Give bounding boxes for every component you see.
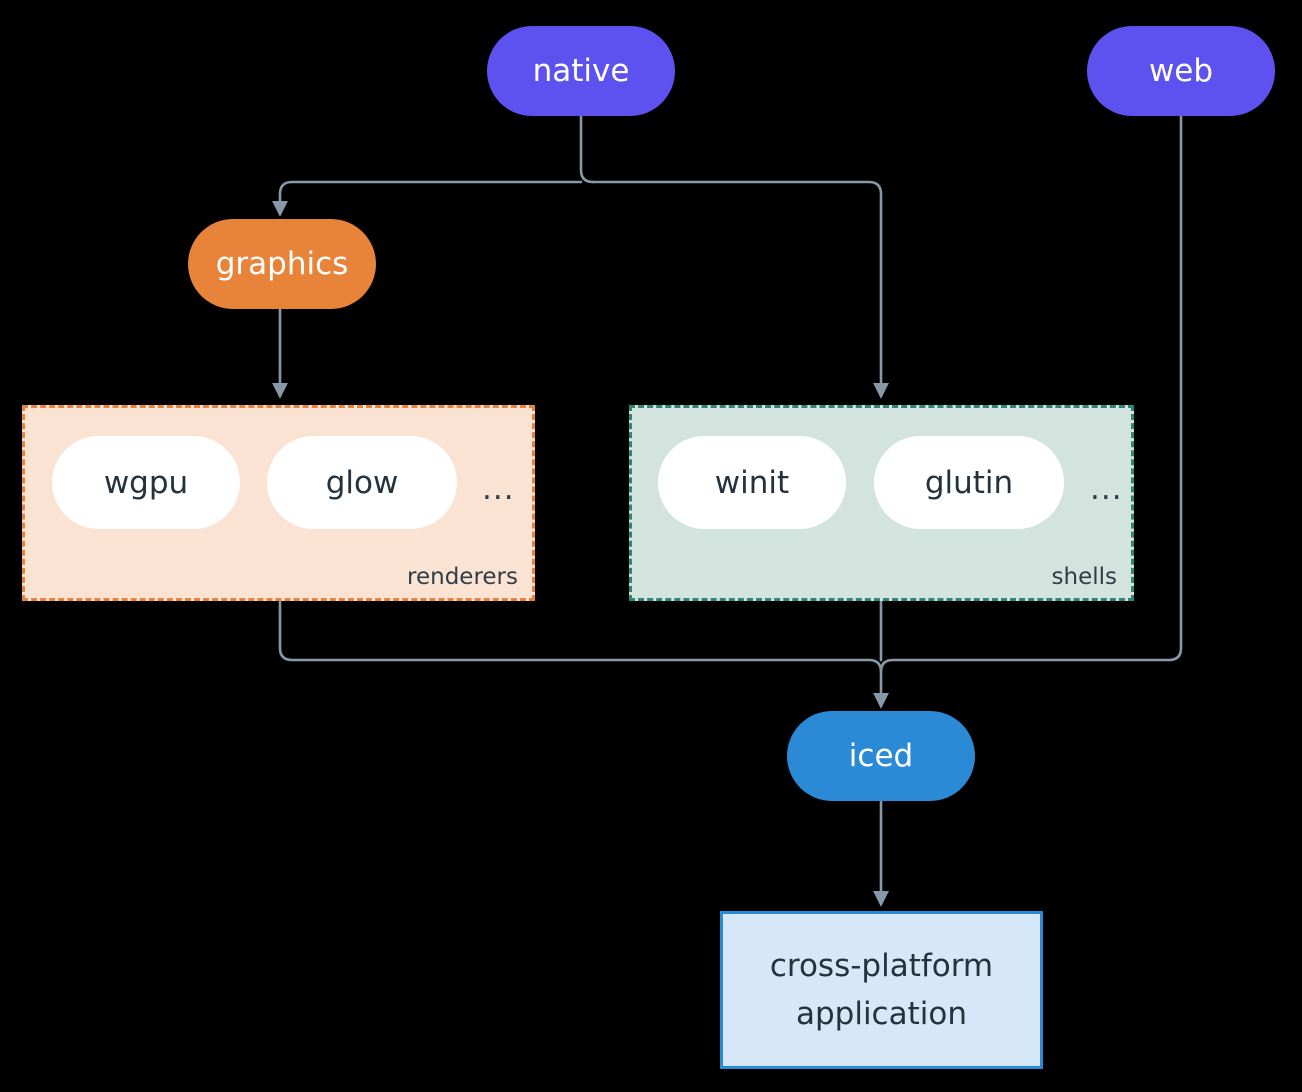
group-shells: winit glutin ... shells xyxy=(629,405,1134,601)
edge-native-to-shells xyxy=(591,180,890,399)
node-native-label: native xyxy=(532,52,630,89)
edge-native-split xyxy=(579,114,595,184)
node-application[interactable]: cross-platform application xyxy=(720,911,1043,1069)
node-graphics[interactable]: graphics xyxy=(188,219,376,309)
shells-ellipsis: ... xyxy=(1090,471,1123,507)
node-iced-label: iced xyxy=(848,737,914,774)
leaf-wgpu[interactable]: wgpu xyxy=(52,436,240,529)
leaf-glow[interactable]: glow xyxy=(267,436,457,529)
group-renderers: wgpu glow ... renderers xyxy=(22,405,535,601)
node-application-text: cross-platform application xyxy=(770,942,993,1038)
leaf-winit[interactable]: winit xyxy=(658,436,846,529)
group-renderers-label: renderers xyxy=(407,564,518,590)
leaf-glow-label: glow xyxy=(325,464,399,501)
leaf-winit-label: winit xyxy=(714,464,790,501)
renderers-ellipsis: ... xyxy=(482,471,515,507)
leaf-wgpu-label: wgpu xyxy=(103,464,189,501)
node-application-line1: cross-platform xyxy=(769,947,994,984)
leaf-glutin-label: glutin xyxy=(924,464,1014,501)
edge-renderers-to-iced xyxy=(278,599,890,709)
node-graphics-label: graphics xyxy=(215,245,349,282)
group-shells-label: shells xyxy=(1051,564,1117,590)
leaf-glutin[interactable]: glutin xyxy=(874,436,1064,529)
edge-native-to-graphics xyxy=(271,180,583,217)
node-application-line2: application xyxy=(795,996,967,1032)
node-web-label: web xyxy=(1148,52,1214,89)
node-web[interactable]: web xyxy=(1087,26,1275,116)
node-iced[interactable]: iced xyxy=(787,711,975,801)
node-native[interactable]: native xyxy=(487,26,675,116)
